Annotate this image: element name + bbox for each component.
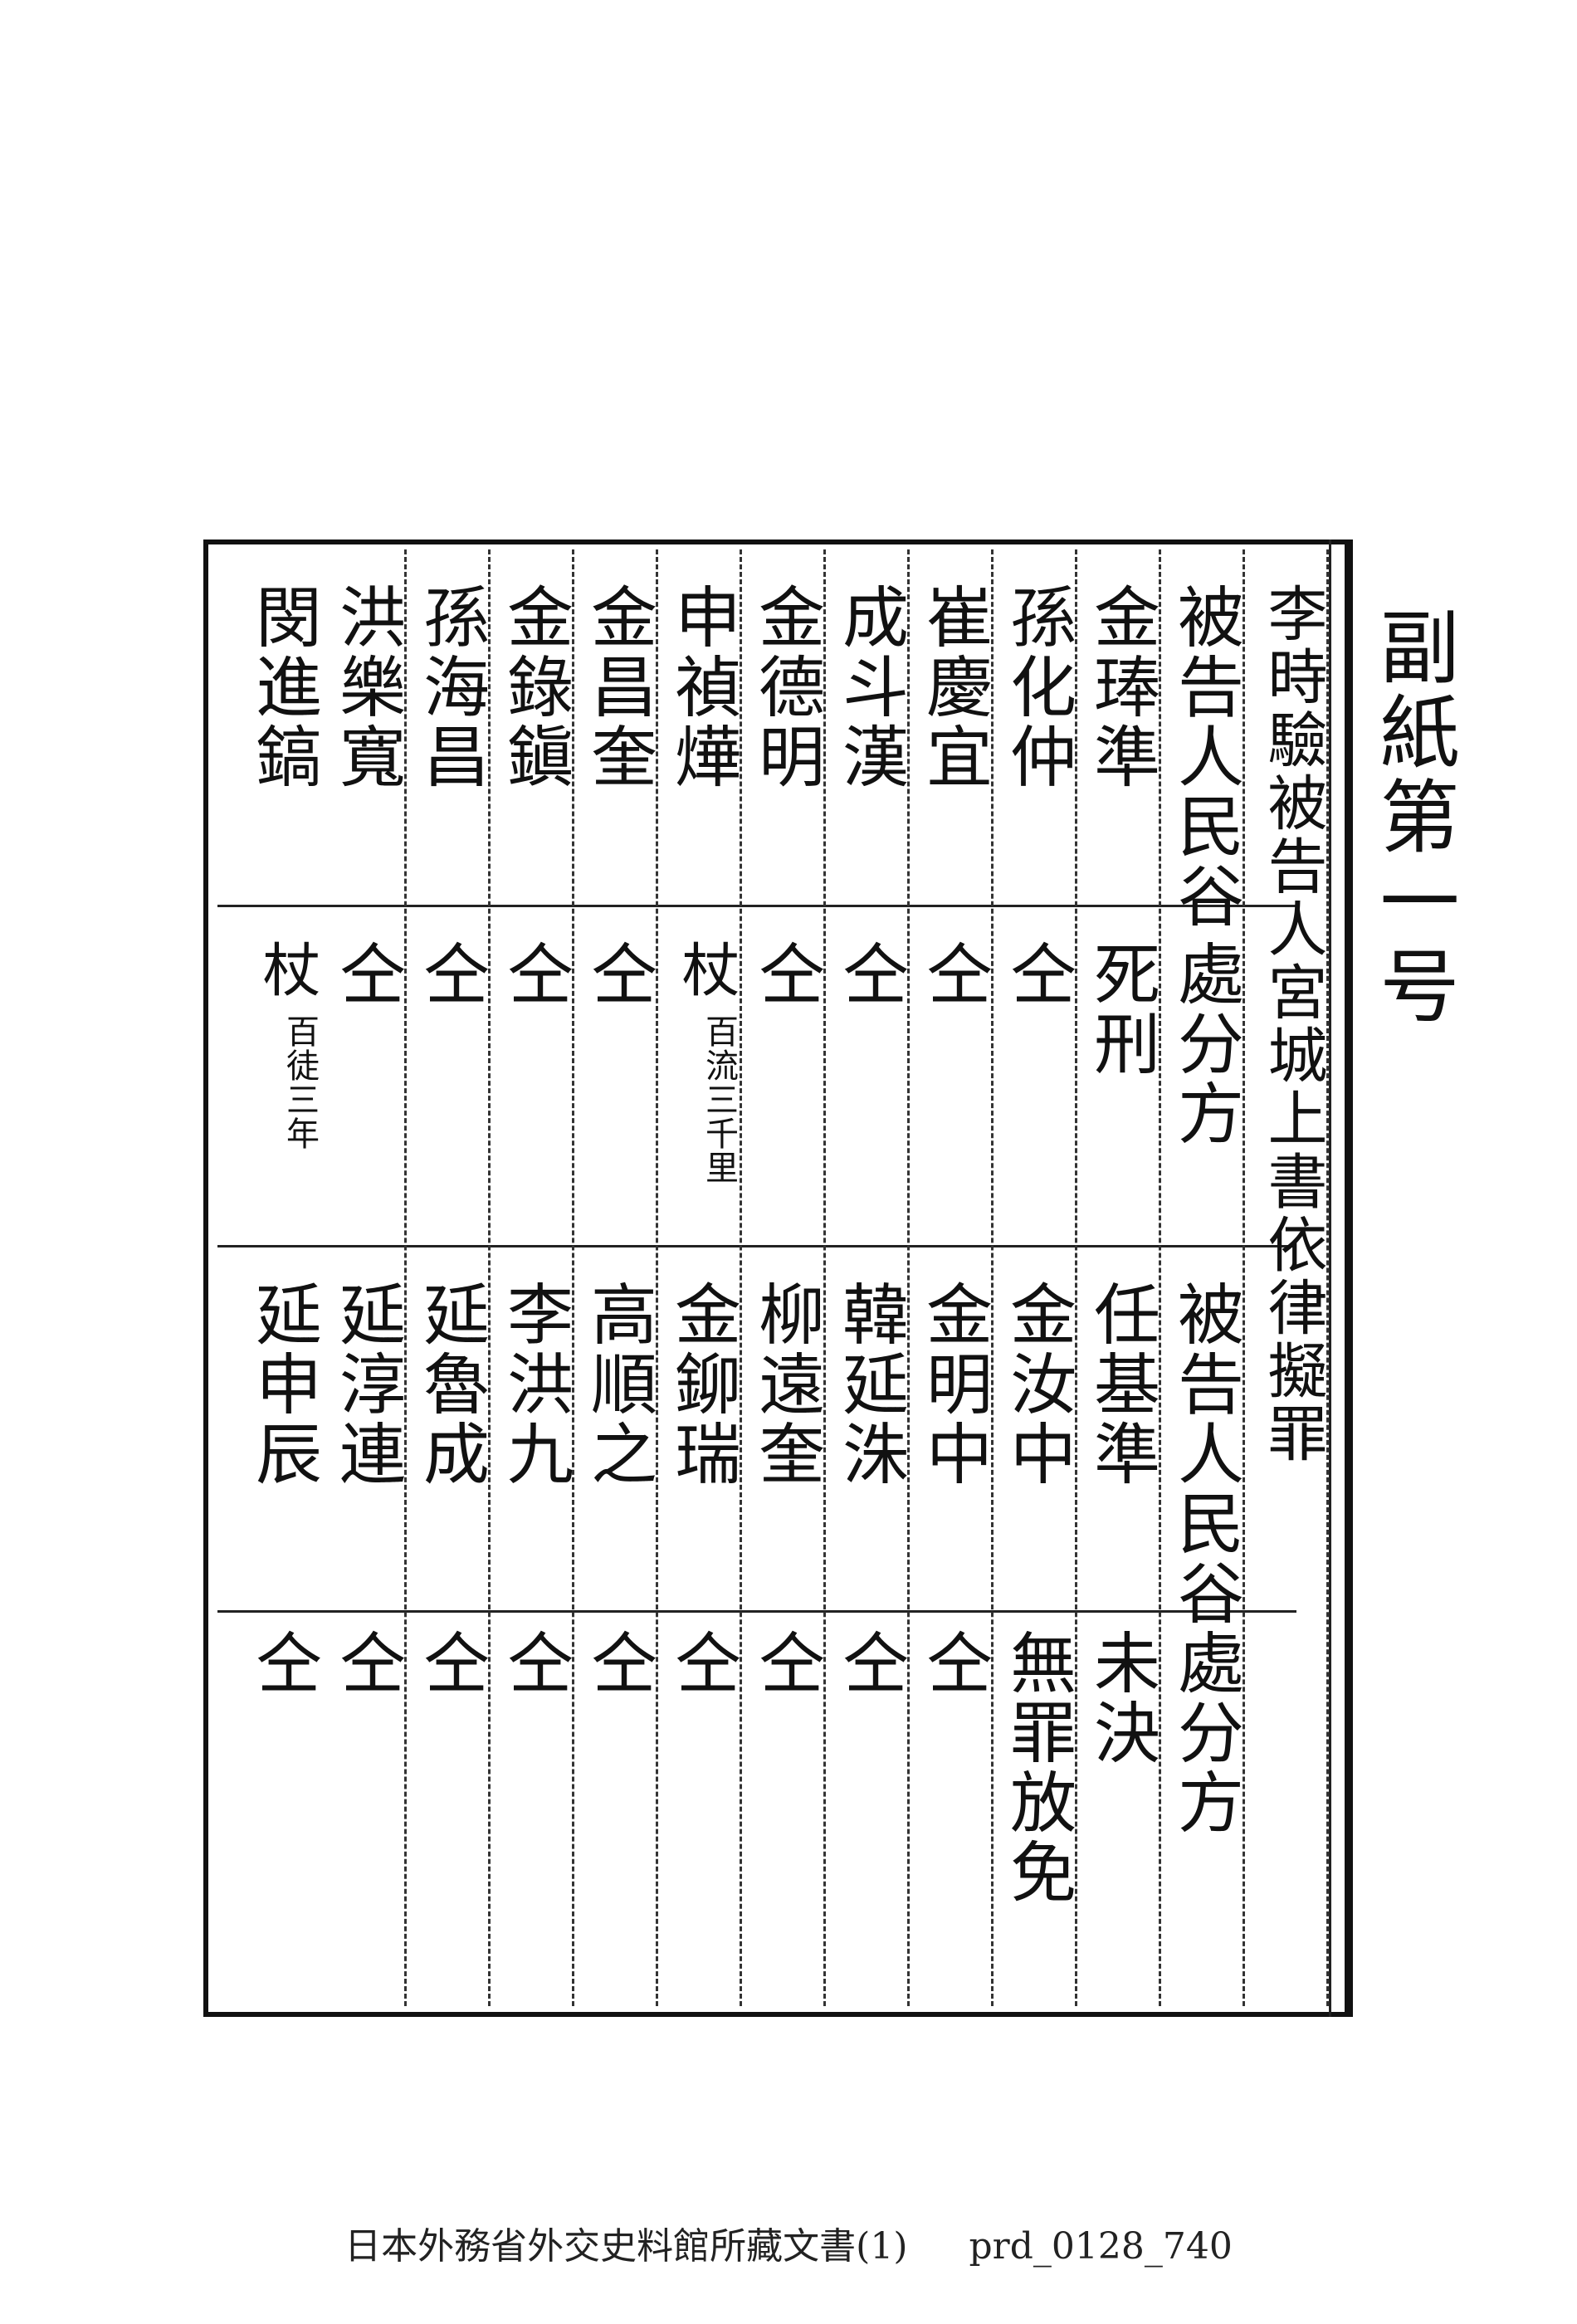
table-column: 成斗漢 仝 韓延洙 仝 [826, 549, 910, 2006]
defendant-name: 延申辰 [245, 1280, 322, 1489]
column-rule [907, 549, 910, 2006]
column-rule [1326, 549, 1329, 2006]
defendant-name: 金琫準 [1083, 583, 1160, 792]
sentence: 仝 [329, 940, 406, 1009]
sentence: 仝 [748, 940, 825, 1009]
sentence: 處分方 [1167, 940, 1244, 1149]
defendant-name: 韓延洙 [832, 1280, 909, 1489]
column-rule [656, 549, 658, 2006]
sentence: 仝 [580, 1628, 657, 1698]
sentence-note: 百徒三年 [281, 1014, 319, 1150]
footer-id: prd_0128_740 [969, 2225, 1233, 2268]
frame-left-border [203, 540, 208, 2017]
defendant-name: 柳遠奎 [748, 1280, 825, 1489]
sentence: 未決 [1083, 1628, 1160, 1768]
defendant-name: 崔慶宜 [915, 583, 993, 792]
sentence: 仝 [329, 1628, 406, 1698]
row-divider-1 [217, 905, 1296, 907]
defendant-name: 洪樂寬 [329, 583, 406, 792]
column-rule [1243, 549, 1245, 2006]
column-rule [740, 549, 742, 2006]
row-divider-3 [217, 1610, 1296, 1613]
defendant-name: 延魯成 [413, 1280, 490, 1489]
sentence: 仝 [664, 1628, 741, 1698]
sentence: 仝 [748, 1628, 825, 1698]
sentence: 仝 [915, 1628, 993, 1698]
sentence: 仝 [580, 940, 657, 1009]
defendant-name: 金汝中 [999, 1280, 1077, 1489]
defendant-name: 閔進鎬 [245, 583, 322, 792]
defendant-name: 孫化仲 [999, 583, 1077, 792]
table-column: 金琫準 死刑 任基準 未決 [1077, 549, 1161, 2006]
column-rule [1075, 549, 1077, 2006]
column-rule [404, 549, 407, 2006]
table-heading: 李時驗被告人宮城上書依律擬罪 [1257, 583, 1327, 1466]
table-column: 孫化仲 仝 金汝中 無罪放免 [994, 549, 1077, 2006]
table-column: 洪樂寬 仝 延淳連 仝 [323, 549, 407, 2006]
sentence: 無罪放免 [999, 1628, 1077, 1907]
sentence: 仝 [245, 1628, 322, 1698]
sentence-note: 百流三千里 [700, 1014, 738, 1184]
sentence: 仝 [999, 940, 1077, 1009]
column-rule [488, 549, 491, 2006]
defendant-name: 金昌奎 [580, 583, 657, 792]
sentence: 仝 [496, 940, 574, 1009]
defendant-name: 成斗漢 [832, 583, 909, 792]
table-column: 閔進鎬 杖 百徒三年 延申辰 仝 [239, 549, 323, 2006]
defendant-name: 金德明 [748, 583, 825, 792]
sentence: 杖 [253, 940, 321, 1001]
defendant-name: 被告人民谷 [1167, 1280, 1244, 1628]
frame-right-border [1345, 540, 1353, 2017]
sentence: 死刑 [1083, 940, 1160, 1079]
sentence: 仝 [413, 940, 490, 1009]
defendant-name: 李洪九 [496, 1280, 574, 1489]
defendant-name: 任基準 [1083, 1280, 1160, 1489]
table-column: 孫海昌 仝 延魯成 仝 [407, 549, 491, 2006]
page-footer: 日本外務省外交史料館所藏文書(1) prd_0128_740 [0, 2216, 1577, 2269]
table-column: 被告人民谷 處分方 被告人民谷 處分方 [1161, 549, 1245, 2006]
defendant-name: 金鉚瑞 [664, 1280, 741, 1489]
margin-annotation: 副紙第一号 [1366, 606, 1459, 1029]
defendant-name: 金明中 [915, 1280, 993, 1489]
table-column: 李時驗被告人宮城上書依律擬罪 [1245, 549, 1329, 2006]
frame-top-border [203, 540, 1353, 544]
sentence: 仝 [832, 940, 909, 1009]
sentence: 仝 [832, 1628, 909, 1698]
sentence: 杖 [672, 940, 740, 1001]
sentence: 仝 [915, 940, 993, 1009]
table-column: 金德明 仝 柳遠奎 仝 [742, 549, 826, 2006]
table-frame [203, 540, 1353, 2017]
defendant-name: 孫海昌 [413, 583, 490, 792]
defendant-name: 被告人民谷 [1167, 583, 1244, 931]
table-column: 申禎燁 杖 百流三千里 金鉚瑞 仝 [658, 549, 742, 2006]
column-rule [572, 549, 574, 2006]
sentence: 仝 [496, 1628, 574, 1698]
frame-bottom-border [203, 2012, 1353, 2017]
footer-source: 日本外務省外交史料館所藏文書(1) [344, 2225, 908, 2268]
defendant-name: 延淳連 [329, 1280, 406, 1489]
table-column: 崔慶宜 仝 金明中 仝 [910, 549, 994, 2006]
table-column: 金昌奎 仝 高順之 仝 [574, 549, 658, 2006]
defendant-name: 申禎燁 [664, 583, 741, 792]
defendant-name: 金錄鎭 [496, 583, 574, 792]
defendant-name: 高順之 [580, 1280, 657, 1489]
sentence-table: 李時驗被告人宮城上書依律擬罪 被告人民谷 處分方 被告人民谷 處分方 金琫準 死… [216, 549, 1329, 2006]
row-divider-2 [217, 1245, 1296, 1247]
sentence: 仝 [413, 1628, 490, 1698]
table-column: 金錄鎭 仝 李洪九 仝 [491, 549, 574, 2006]
column-rule [991, 549, 994, 2006]
frame-right-inner-border [1329, 540, 1331, 2017]
column-rule [1159, 549, 1161, 2006]
column-rule [823, 549, 826, 2006]
sentence: 處分方 [1167, 1628, 1244, 1838]
